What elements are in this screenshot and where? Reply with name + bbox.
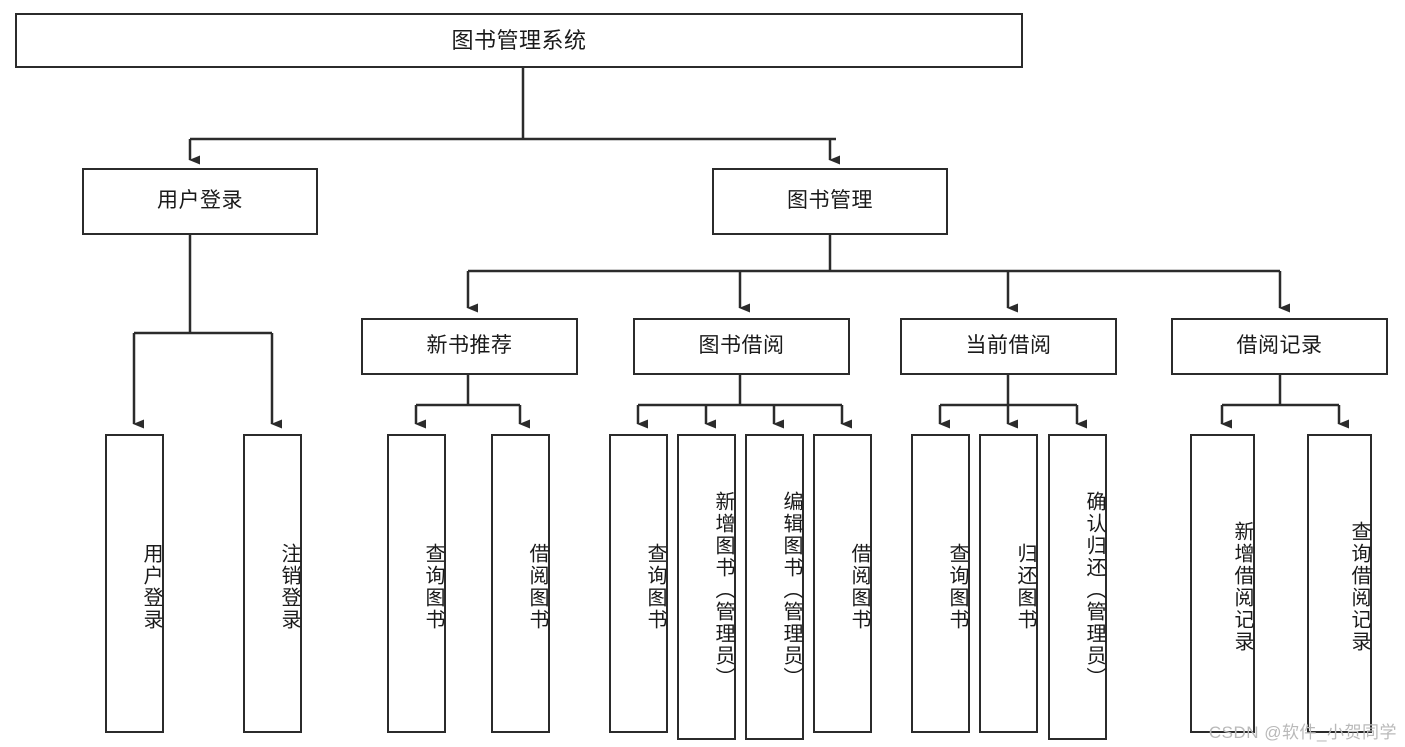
node-label: 编辑图书（管理员） xyxy=(780,491,802,689)
leaf-query-book-current[interactable]: 查询图书 xyxy=(911,434,970,733)
node-label: 借阅记录 xyxy=(1236,334,1323,358)
node-label: 查询图书 xyxy=(946,542,968,631)
node-label: 图书管理系统 xyxy=(451,27,587,53)
node-label: 图书管理 xyxy=(787,189,873,213)
leaf-borrow-book-newbook[interactable]: 借阅图书 xyxy=(491,434,550,733)
csdn-watermark: CSDN @软件_小贺同学 xyxy=(1208,723,1397,742)
node-label: 用户登录 xyxy=(157,189,243,213)
node-label: 图书借阅 xyxy=(698,334,785,358)
leaf-user-login[interactable]: 用户登录 xyxy=(105,434,164,733)
node-book-borrow[interactable]: 图书借阅 xyxy=(633,318,850,375)
leaf-logout[interactable]: 注销登录 xyxy=(243,434,302,733)
leaf-query-borrow-record[interactable]: 查询借阅记录 xyxy=(1307,434,1372,733)
leaf-add-borrow-record[interactable]: 新增借阅记录 xyxy=(1190,434,1255,733)
node-label: 新书推荐 xyxy=(426,334,513,358)
node-label: 借阅图书 xyxy=(526,542,548,631)
node-current-borrow[interactable]: 当前借阅 xyxy=(900,318,1117,375)
leaf-edit-book-admin[interactable]: 编辑图书（管理员） xyxy=(745,434,804,740)
leaf-borrow-book[interactable]: 借阅图书 xyxy=(813,434,872,733)
node-book-management-system[interactable]: 图书管理系统 xyxy=(15,13,1023,68)
node-label: 归还图书 xyxy=(1014,542,1036,631)
node-label: 用户登录 xyxy=(140,542,162,631)
node-label: 新增借阅记录 xyxy=(1231,520,1253,653)
node-label: 查询图书 xyxy=(422,542,444,631)
node-label: 当前借阅 xyxy=(965,334,1052,358)
node-borrow-record[interactable]: 借阅记录 xyxy=(1171,318,1388,375)
leaf-query-book-borrow[interactable]: 查询图书 xyxy=(609,434,668,733)
leaf-add-book-admin[interactable]: 新增图书（管理员） xyxy=(677,434,736,740)
node-label: 借阅图书 xyxy=(848,542,870,631)
node-label: 新增图书（管理员） xyxy=(712,491,734,689)
leaf-return-book[interactable]: 归还图书 xyxy=(979,434,1038,733)
node-label: 确认归还（管理员） xyxy=(1083,491,1105,689)
node-label: 注销登录 xyxy=(278,542,300,631)
leaf-query-book-newbook[interactable]: 查询图书 xyxy=(387,434,446,733)
node-label: 查询图书 xyxy=(644,542,666,631)
leaf-confirm-return-admin[interactable]: 确认归还（管理员） xyxy=(1048,434,1107,740)
node-user-login[interactable]: 用户登录 xyxy=(82,168,318,235)
node-new-book-recommend[interactable]: 新书推荐 xyxy=(361,318,578,375)
node-book-management[interactable]: 图书管理 xyxy=(712,168,948,235)
node-label: 查询借阅记录 xyxy=(1348,520,1370,653)
